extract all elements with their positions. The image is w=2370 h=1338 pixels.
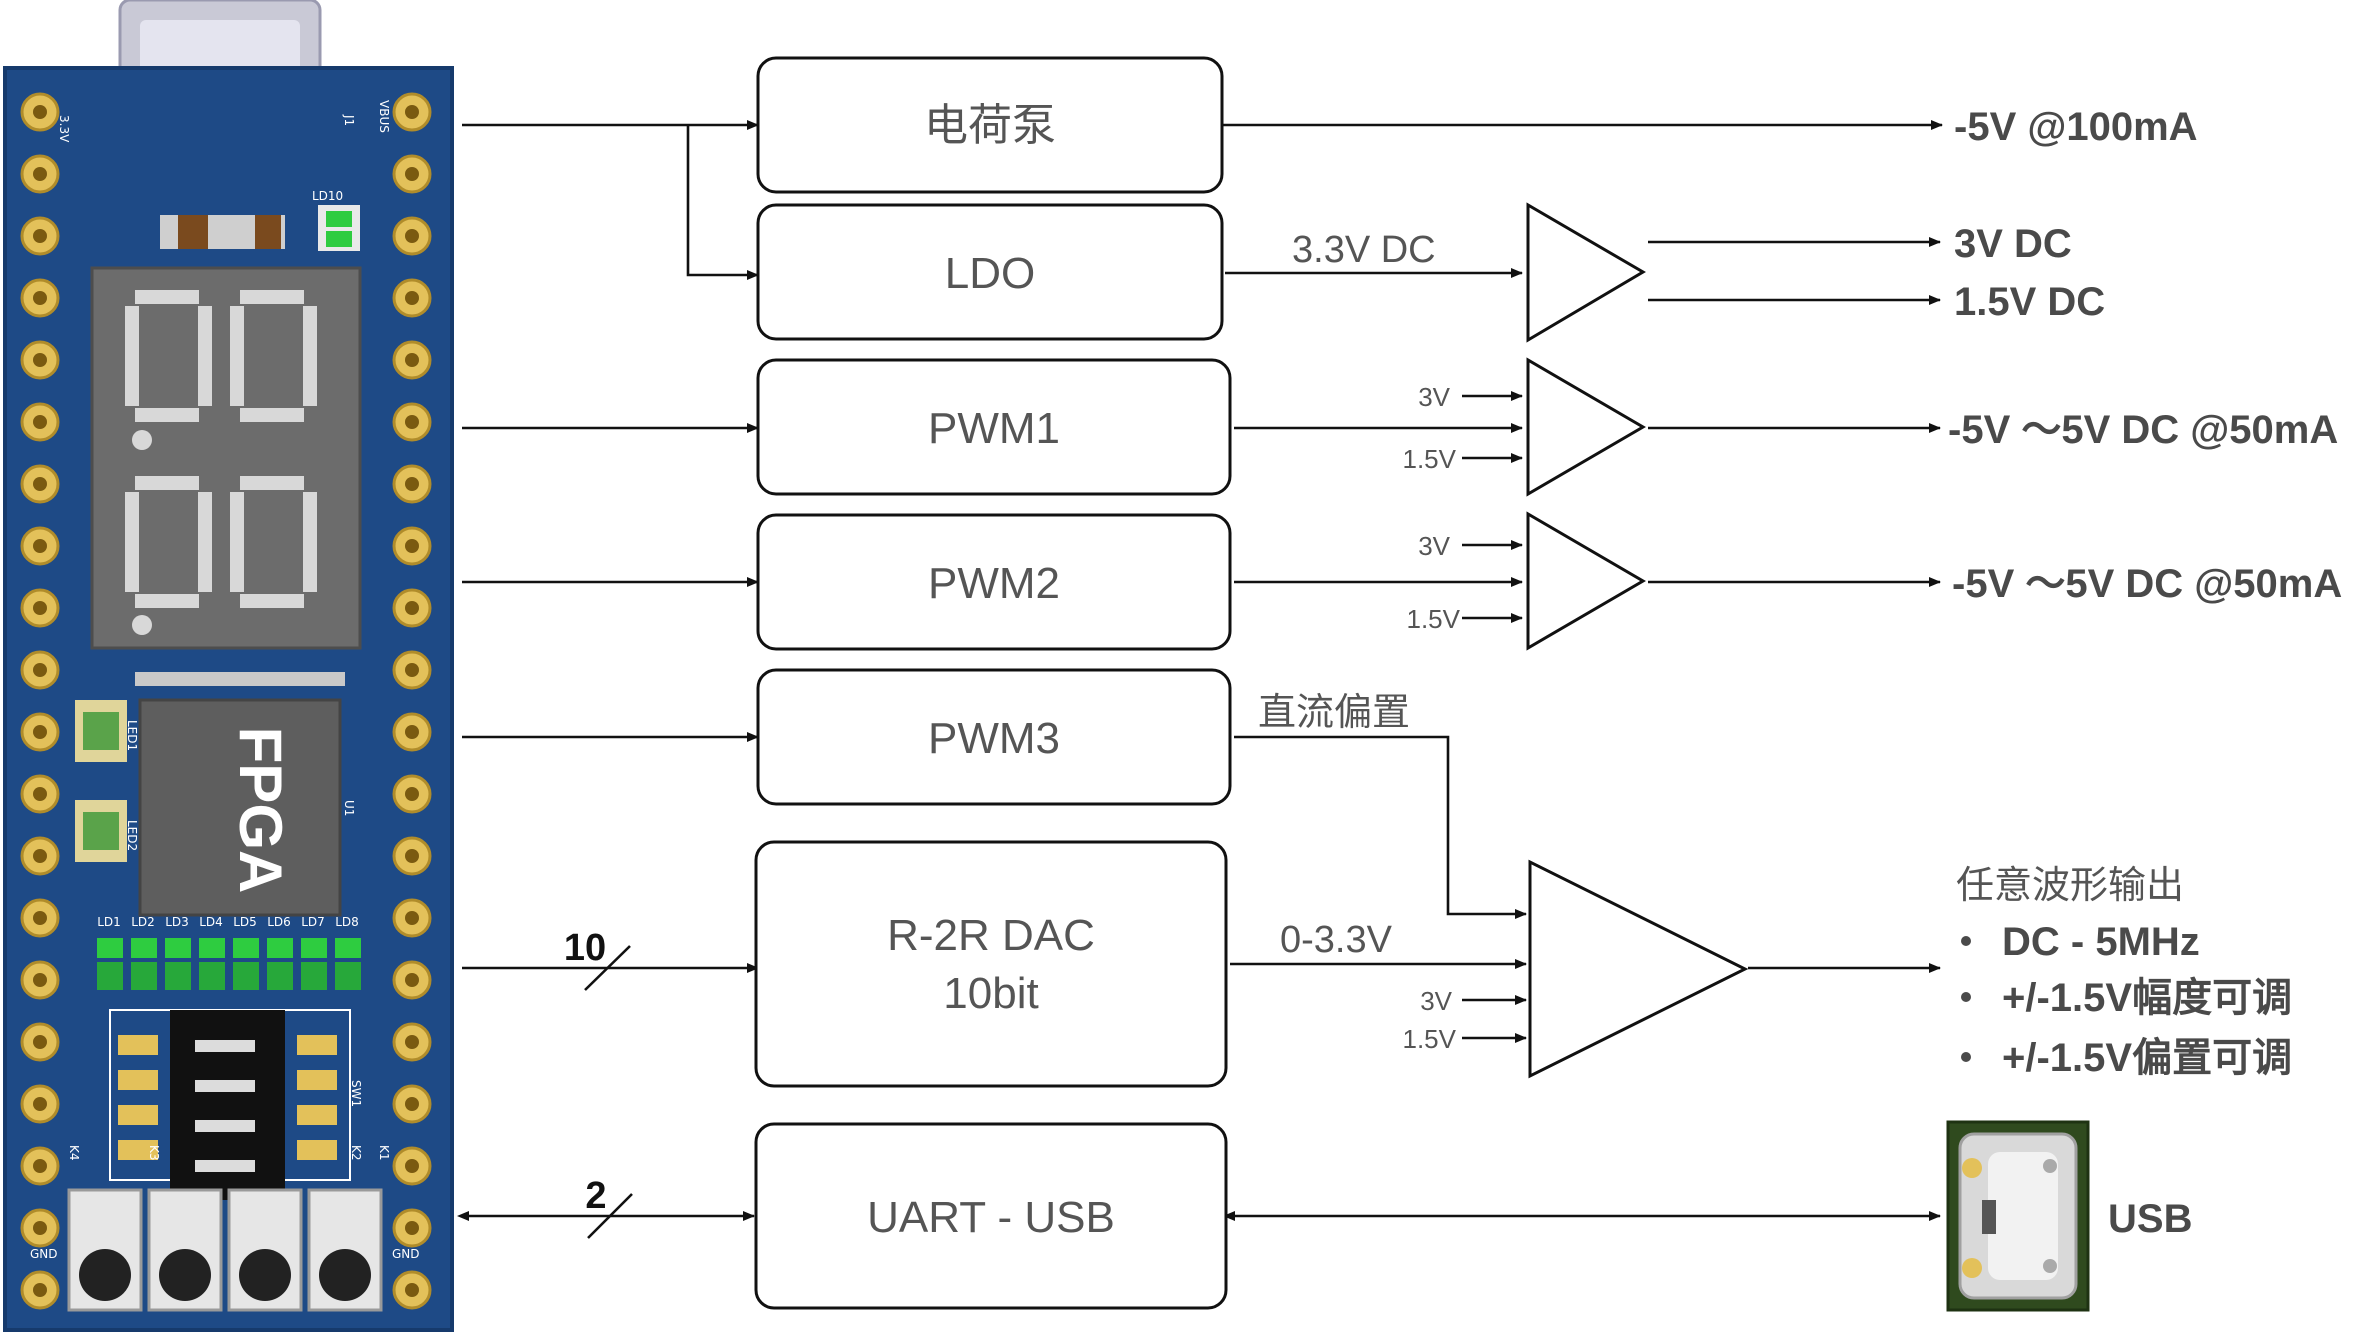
amp-ldo-buffer: [1526, 202, 1646, 343]
output-usb: USB: [2108, 1197, 2192, 1241]
outputs: -5V @100mA 3V DC 1.5V DC -5V ～5V DC @50m…: [1948, 105, 2342, 1241]
output-1v5: 1.5V DC: [1954, 280, 2105, 324]
wire-ldo-in: [686, 125, 759, 280]
led-label: LD3: [165, 915, 189, 929]
amp-awg: [1528, 859, 1749, 1079]
led-label: LD4: [199, 915, 223, 929]
silk-led1: LED1: [125, 720, 139, 751]
block-charge-pump: [756, 56, 1224, 194]
silk-vbus: VBUS: [377, 100, 391, 133]
block-dac-label-2: 10bit: [943, 969, 1038, 1018]
output-awg-item-1: DC - 5MHz: [2002, 920, 2200, 964]
output-pwm2: -5V ～5V DC @50mA: [1952, 562, 2342, 606]
amp-pwm1: [1526, 357, 1646, 497]
label-pwm1-1v5: 1.5V: [1403, 444, 1457, 474]
block-pwm2: [756, 513, 1232, 651]
led-label: LD8: [335, 915, 359, 929]
label-dac-out: 0-3.3V: [1280, 919, 1393, 961]
block-pwm3: [756, 668, 1232, 806]
output-charge-pump: -5V @100mA: [1954, 105, 2198, 149]
led-label: LD5: [233, 915, 257, 929]
led: [301, 938, 327, 958]
labels: 3.3V DC 3V 1.5V 3V 1.5V 直流偏置 0-3.3V 3V 1…: [564, 229, 1461, 1217]
led-label: LD7: [301, 915, 325, 929]
label-ldo-out: 3.3V DC: [1292, 229, 1436, 271]
silk-u1: U1: [342, 800, 356, 816]
silk-led2: LED2: [125, 820, 139, 851]
output-awg-title: 任意波形输出: [1956, 865, 2184, 907]
label-pwm1-3v: 3V: [1418, 382, 1450, 412]
label-awg-3v: 3V: [1420, 986, 1452, 1016]
led-label: LD2: [131, 915, 155, 929]
silk-gnd-right: GND: [392, 1247, 420, 1261]
output-awg-item-3: +/-1.5V偏置可调: [2002, 1036, 2292, 1080]
block-charge-pump-label: 电荷泵: [924, 101, 1056, 150]
blocks: 电荷泵 LDO PWM1 PWM2 PWM3 R-2R DAC 10bit UA…: [754, 56, 1232, 1310]
output-pwm1: -5V ～5V DC @50mA: [1948, 408, 2338, 452]
fpga-chip: FPGA: [135, 672, 345, 917]
silk-k1: K1: [377, 1145, 391, 1161]
wire-pwm3-bias: [1234, 735, 1527, 919]
silk-3v3: 3.3V: [57, 115, 71, 143]
usb-connector-icon: [1946, 1120, 2090, 1312]
amp-pwm2: [1526, 511, 1646, 651]
wires: [457, 120, 1943, 1239]
fpga-chip-label: FPGA: [227, 727, 294, 894]
silk-k2: K2: [349, 1145, 363, 1161]
amplifiers: [1526, 202, 1749, 1079]
left-header-pins: [20, 92, 60, 1310]
silk-ld10: LD10: [312, 189, 343, 203]
label-bus-uart: 2: [585, 1175, 606, 1217]
output-awg-item-2: +/-1.5V幅度可调: [2002, 976, 2292, 1020]
led-label: LD6: [267, 915, 291, 929]
led-label: LD1: [97, 915, 121, 929]
block-pwm1: [756, 358, 1232, 496]
led-row: LD1 LD2 LD3 LD4 LD5 LD6 LD7 LD8: [97, 915, 361, 990]
block-dac-label-1: R-2R DAC: [887, 911, 1095, 960]
fpga-board: 3.3V VBUS LD10 J1: [3, 0, 454, 1332]
label-pwm3-bias: 直流偏置: [1258, 692, 1410, 734]
bus-slash-uart: [587, 1193, 633, 1239]
block-uart-usb: [754, 1122, 1228, 1310]
block-ldo: [756, 203, 1224, 341]
dip-switch: [109, 1009, 351, 1200]
seven-segment-display: [90, 266, 362, 650]
silk-sw1: SW1: [349, 1080, 363, 1107]
push-buttons: [67, 1188, 383, 1312]
led: [335, 938, 361, 958]
led: [267, 938, 293, 958]
label-awg-1v5: 1.5V: [1403, 1024, 1457, 1054]
label-pwm2-1v5: 1.5V: [1407, 604, 1461, 634]
label-pwm2-3v: 3V: [1418, 531, 1450, 561]
block-ldo-label: LDO: [945, 249, 1035, 298]
label-bus-dac: 10: [564, 927, 606, 969]
silk-k4: K4: [67, 1145, 81, 1161]
output-3v: 3V DC: [1954, 222, 2072, 266]
block-pwm2-label: PWM2: [928, 559, 1060, 608]
silk-j1: J1: [342, 114, 356, 126]
right-header-pins: [392, 92, 432, 1310]
block-uart-usb-label: UART - USB: [867, 1193, 1115, 1242]
led: [131, 938, 157, 958]
silk-gnd-left: GND: [30, 1247, 58, 1261]
led: [165, 938, 191, 958]
silk-k3: K3: [147, 1145, 161, 1161]
led: [199, 938, 225, 958]
led: [233, 938, 259, 958]
bus-slash-dac: [584, 945, 631, 991]
block-pwm3-label: PWM3: [928, 714, 1060, 763]
block-pwm1-label: PWM1: [928, 404, 1060, 453]
led: [97, 938, 123, 958]
block-dac: [754, 840, 1228, 1088]
